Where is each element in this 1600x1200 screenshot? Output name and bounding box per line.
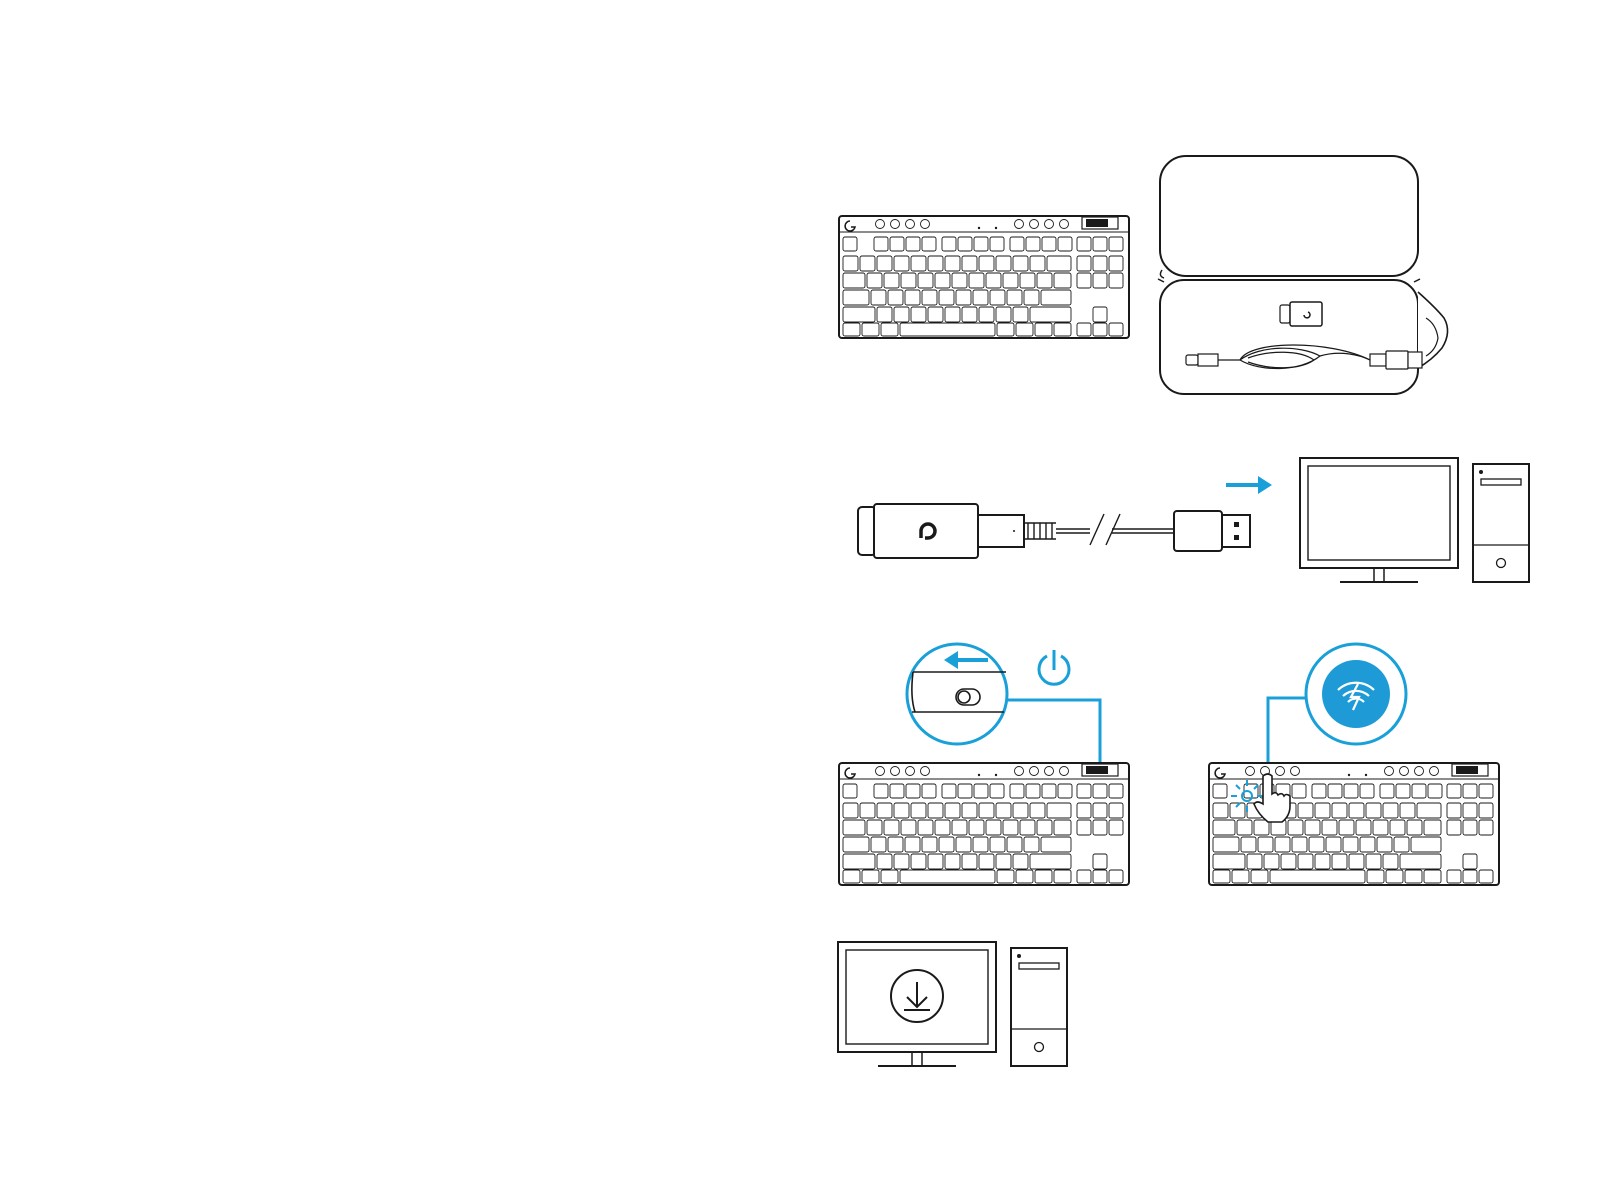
- wireless-button-callout-icon: [1268, 644, 1406, 763]
- keyboard-icon: [839, 763, 1129, 885]
- step-1-box-contents: [839, 156, 1448, 394]
- receiver-extender-icon: [858, 504, 1250, 558]
- step-2-connect-receiver: [858, 458, 1529, 582]
- step-4-install-software: [838, 942, 1067, 1066]
- step-3-power-and-connect: [839, 644, 1499, 885]
- power-icon: [1039, 650, 1069, 684]
- monitor-download-icon: [838, 942, 996, 1066]
- keyboard-icon: [839, 216, 1129, 338]
- receiver-icon: [1280, 302, 1322, 326]
- pc-tower-icon: [1011, 948, 1067, 1066]
- monitor-icon: [1300, 458, 1458, 582]
- arrow-right-icon: [1226, 476, 1272, 494]
- pc-tower-icon: [1473, 464, 1529, 582]
- keyboard-icon: [1209, 763, 1499, 885]
- power-switch-callout-icon: [907, 644, 1100, 763]
